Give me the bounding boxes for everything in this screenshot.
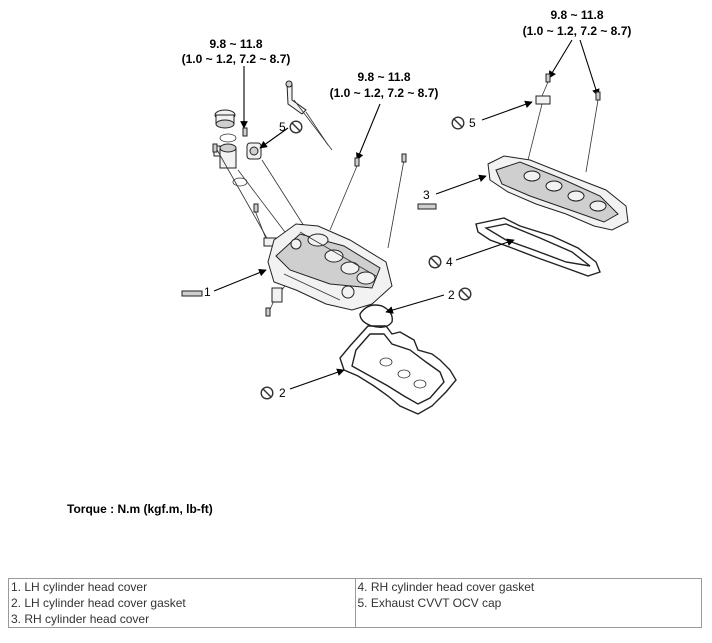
legend-column-right: 4. RH cylinder head cover gasket 5. Exha… <box>354 578 702 628</box>
torque-value: 9.8 ~ 11.8 <box>357 70 410 84</box>
callout-5-left: 5 <box>279 120 286 134</box>
bolt <box>212 143 218 153</box>
callout-4: 4 <box>446 255 453 269</box>
callout-1: 1 <box>204 285 211 299</box>
filler-seal <box>219 133 237 143</box>
bolt-rh-cover <box>417 203 437 210</box>
legend-item: 4. RH cylinder head cover gasket <box>357 580 535 594</box>
legend-item: 2. LH cylinder head cover gasket <box>11 596 186 610</box>
no-reuse-icon <box>428 255 442 269</box>
lh-cylinder-head-cover <box>267 223 393 311</box>
callout-3: 3 <box>423 188 430 202</box>
legend-item: 3. RH cylinder head cover <box>11 612 150 626</box>
torque-units: (1.0 ~ 1.2, 7.2 ~ 8.7) <box>182 52 291 66</box>
rh-cylinder-head-cover <box>487 155 629 231</box>
torque-value: 9.8 ~ 11.8 <box>550 8 603 22</box>
callout-2-small: 2 <box>448 288 455 302</box>
oil-filler-cap <box>214 109 236 129</box>
bracket <box>271 287 283 303</box>
exploded-parts-diagram: 9.8 ~ 11.8 (1.0 ~ 1.2, 7.2 ~ 8.7) 9.8 ~ … <box>181 8 632 415</box>
legend-item: 5. Exhaust CVVT OCV cap <box>357 596 502 610</box>
rh-gasket-inner <box>484 223 591 267</box>
torque-callout-right: 9.8 ~ 11.8 (1.0 ~ 1.2, 7.2 ~ 8.7) <box>523 8 632 38</box>
torque-leader <box>548 39 573 79</box>
torque-units-note: Torque : N.m (kgf.m, lb-ft) <box>67 502 213 516</box>
legend-item: 1. LH cylinder head cover <box>11 580 148 594</box>
torque-units: (1.0 ~ 1.2, 7.2 ~ 8.7) <box>523 24 632 38</box>
ocv-bracket-top <box>285 80 307 115</box>
bolt-lh-cover <box>181 290 203 297</box>
callout-2-large: 2 <box>279 386 286 400</box>
torque-callout-left: 9.8 ~ 11.8 (1.0 ~ 1.2, 7.2 ~ 8.7) <box>182 37 291 66</box>
leader-5-right <box>481 100 533 121</box>
bolt <box>354 157 360 167</box>
rh-cylinder-head-cover-gasket <box>475 217 601 277</box>
ocv-cap-left <box>246 142 262 160</box>
no-reuse-icon <box>289 120 303 134</box>
gasket-plug-seals <box>379 357 427 389</box>
torque-leader <box>579 39 600 97</box>
leader-2-small <box>385 294 445 314</box>
legend-column-left: 1. LH cylinder head cover 2. LH cylinder… <box>8 578 356 628</box>
parts-legend: 1. LH cylinder head cover 2. LH cylinder… <box>8 578 702 628</box>
bolt <box>265 307 271 317</box>
leader-5-left <box>259 127 289 149</box>
torque-value: 9.8 ~ 11.8 <box>209 37 262 51</box>
ocv-cap-right <box>535 73 601 105</box>
lh-gasket-large <box>339 325 457 415</box>
torque-units: (1.0 ~ 1.2, 7.2 ~ 8.7) <box>330 86 439 100</box>
leader-2-large <box>289 368 345 390</box>
leader-1 <box>213 269 267 292</box>
bolt <box>242 127 248 137</box>
bolt <box>401 153 407 163</box>
callout-5-right: 5 <box>469 116 476 130</box>
lh-gasket-small <box>359 304 393 329</box>
leader-3 <box>435 174 487 195</box>
no-reuse-icon <box>458 287 472 301</box>
no-reuse-icon <box>260 386 274 400</box>
torque-callout-center: 9.8 ~ 11.8 (1.0 ~ 1.2, 7.2 ~ 8.7) <box>330 70 439 100</box>
torque-leader <box>356 103 381 161</box>
no-reuse-icon <box>451 116 465 130</box>
leader-4 <box>455 238 515 261</box>
lh-gasket-large-inner <box>351 333 445 405</box>
bolt <box>253 203 259 213</box>
